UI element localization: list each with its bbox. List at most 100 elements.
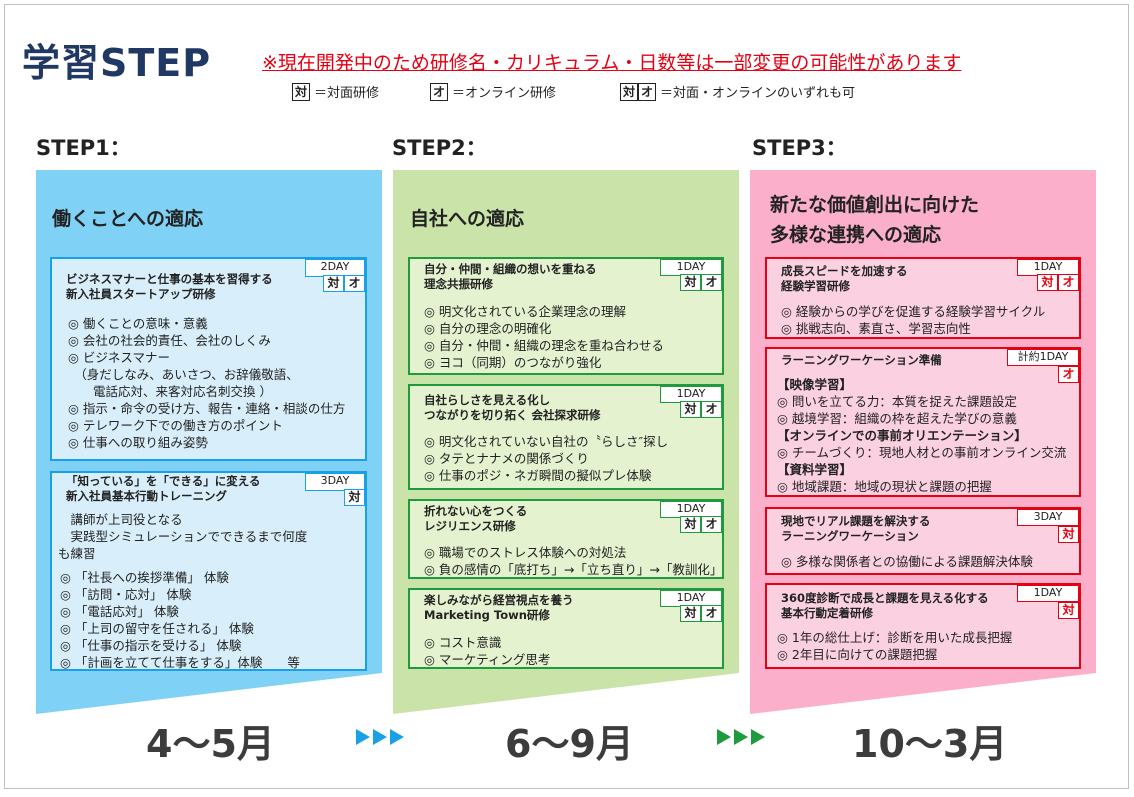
progress-arrows-1 — [356, 729, 407, 745]
course-days: 1DAY — [660, 259, 722, 276]
list-item: ◎ 経験からの学びを促進する経験学習サイクル — [781, 304, 1046, 319]
course-tags: 対 — [344, 489, 365, 506]
list-item: ◎ チームづくり：現地人材との事前オンライン交流 — [777, 445, 1067, 460]
step3-period: 10〜3月 — [852, 722, 1008, 766]
course-title: ビジネスマナーと仕事の基本を習得する 新入社員スタートアップ研修 — [66, 272, 273, 302]
list-item: ◎ 指示・命令の受け方、報告・連絡・相談の仕方 — [68, 401, 346, 416]
list-item: ◎ 地域課題：地域の現状と課題の把握 — [777, 479, 992, 494]
course-title-line: 楽しみながら経営視点を養う — [424, 593, 574, 607]
list-item: ◎ タテとナナメの関係づくり — [424, 451, 589, 466]
course-items: ◎ 働くことの意味・意義 ◎ 会社の社会的責任、会社のしくみ ◎ ビジネスマナー… — [68, 315, 345, 451]
course-items: ◎ 多様な関係者との協働による課題解決体験 — [781, 553, 1033, 570]
notice-text: ※現在開発中のため研修名・カリキュラム・日数等は一部変更の可能性があります — [262, 52, 962, 74]
online-tag: オ — [701, 516, 722, 533]
course-items: ◎ 明文化されている企業理念の理解 ◎ 自分の理念の明確化 ◎ 自分・仲間・組織… — [424, 303, 664, 371]
list-item: ◎ 2年目に向けての課題把握 — [777, 647, 938, 662]
section-label: 【映像学習】 — [777, 377, 853, 392]
list-item: ◎ 明文化されている企業理念の理解 — [424, 304, 627, 319]
course-tags: 対 オ — [680, 516, 722, 533]
course-card[interactable]: 2DAY 対 オ ビジネスマナーと仕事の基本を習得する 新入社員スタートアップ研… — [50, 257, 367, 461]
legend-mark: 対 — [292, 82, 311, 101]
page-title: 学習STEP — [22, 41, 212, 85]
list-item: ◎ 自分の理念の明確化 — [424, 321, 552, 336]
course-card[interactable]: 1DAY 対 360度診断で成長と課題を見える化する 基本行動定着研修 ◎ 1年… — [765, 583, 1081, 669]
list-item: ◎ 「上司の留守を任される」 体験 — [60, 621, 254, 636]
face-to-face-tag: 対 — [680, 605, 701, 622]
course-items: ◎ 「社長への挨拶準備」 体験 ◎ 「訪問・応対」 体験 ◎ 「電話応対」 体験… — [60, 569, 300, 671]
course-days: 3DAY — [305, 473, 365, 491]
course-title: 360度診断で成長と課題を見える化する 基本行動定着研修 — [781, 591, 989, 621]
intro-line: 講師が上司役となる — [58, 512, 183, 527]
course-items: ◎ 1年の総仕上げ：診断を用いた成長把握 ◎ 2年目に向けての課題把握 — [777, 629, 1012, 663]
legend-mark: 対 — [620, 82, 639, 101]
legend-online: オ ＝オンライン研修 — [430, 82, 556, 101]
course-title-line: ラーニングワーケーション準備 — [781, 353, 942, 367]
course-card[interactable]: 1DAY 対 オ 折れない心をつくる レジリエンス研修 ◎ 職場でのストレス体験… — [408, 499, 724, 579]
list-item: ◎ 仕事への取り組み姿勢 — [68, 435, 208, 450]
progress-arrows-2 — [717, 729, 768, 745]
course-title: 現地でリアル課題を解決する ラーニングワーケーション — [781, 514, 930, 544]
online-tag: オ — [344, 275, 365, 292]
course-card[interactable]: 3DAY 対 「知っている」を「できる」に変える 新入社員基本行動トレーニング … — [50, 471, 367, 671]
step3-heading-line: 新たな価値創出に向けた — [770, 194, 980, 216]
course-title-line: Marketing Town研修 — [424, 608, 550, 622]
list-item: ◎ 挑戦志向、素直さ、学習志向性 — [781, 321, 971, 336]
online-tag: オ — [701, 605, 722, 622]
legend-mark: オ — [638, 82, 657, 101]
legend-text: ＝対面・オンラインのいずれも可 — [660, 86, 856, 101]
course-title-line: 自分・仲間・組織の想いを重ねる — [424, 262, 597, 276]
arrow-icon — [734, 729, 748, 745]
list-item: ◎ 1年の総仕上げ：診断を用いた成長把握 — [777, 630, 1013, 645]
slide-frame — [4, 4, 1129, 789]
course-title-line: ラーニングワーケーション — [781, 529, 919, 543]
list-item: ◎ コスト意識 — [424, 635, 502, 650]
course-title-line: 理念共振研修 — [424, 277, 493, 291]
course-title: 自社らしさを見える化し つながりを切り拓く 会社探求研修 — [424, 393, 601, 423]
course-title: 「知っている」を「できる」に変える 新入社員基本行動トレーニング — [66, 474, 260, 504]
online-tag: オ — [1058, 366, 1079, 383]
course-card[interactable]: 1DAY 対 オ 自社らしさを見える化し つながりを切り拓く 会社探求研修 ◎ … — [408, 384, 724, 490]
online-tag: オ — [1058, 274, 1079, 291]
course-title: ラーニングワーケーション準備 — [781, 353, 942, 368]
arrow-icon — [751, 729, 765, 745]
step2-label: STEP2： — [392, 136, 487, 160]
course-card[interactable]: 3DAY 対 現地でリアル課題を解決する ラーニングワーケーション ◎ 多様な関… — [765, 507, 1081, 575]
step3-heading: 新たな価値創出に向けた 多様な連携への適応 — [770, 190, 979, 250]
course-card[interactable]: 1DAY 対 オ 楽しみながら経営視点を養う Marketing Town研修 … — [408, 588, 724, 669]
course-days: 3DAY — [1017, 509, 1079, 526]
section-label: 【資料学習】 — [777, 462, 853, 477]
course-card[interactable]: 計約1DAY オ ラーニングワーケーション準備 【映像学習】 ◎ 問いを立てる力… — [765, 347, 1081, 497]
intro-line: 実践型シミュレーションでできるまで何度 — [58, 529, 308, 544]
list-item: ◎ テレワーク下での働き方のポイント — [68, 418, 283, 433]
step2-heading: 自社への適応 — [410, 208, 525, 230]
course-tags: 対 オ — [680, 605, 722, 622]
course-title-line: 現地でリアル課題を解決する — [781, 514, 931, 528]
list-item: ◎ ビジネスマナー — [68, 350, 171, 365]
list-item: ◎ マーケティング思考 — [424, 652, 551, 667]
course-title-line: ビジネスマナーと仕事の基本を習得する — [66, 272, 273, 286]
list-item: ◎ 自分・仲間・組織の理念を重ね合わせる — [424, 338, 664, 353]
course-title-line: 自社らしさを見える化し — [424, 393, 551, 407]
course-title-line: 新入社員基本行動トレーニング — [66, 489, 227, 503]
course-title: 折れない心をつくる レジリエンス研修 — [424, 504, 527, 534]
course-title: 成長スピードを加速する 経験学習研修 — [781, 264, 908, 294]
intro-line: も練習 — [58, 546, 96, 561]
arrow-icon — [717, 729, 731, 745]
course-title: 楽しみながら経営視点を養う Marketing Town研修 — [424, 593, 574, 623]
step1-period: 4〜5月 — [146, 722, 275, 766]
course-card[interactable]: 1DAY 対 オ 自分・仲間・組織の想いを重ねる 理念共振研修 ◎ 明文化されて… — [408, 257, 724, 375]
course-title-line: 成長スピードを加速する — [781, 264, 908, 278]
course-card[interactable]: 1DAY 対 オ 成長スピードを加速する 経験学習研修 ◎ 経験からの学びを促進… — [765, 257, 1081, 339]
legend-text: ＝オンライン研修 — [452, 86, 557, 101]
face-to-face-tag: 対 — [1058, 526, 1079, 543]
face-to-face-tag: 対 — [680, 401, 701, 418]
face-to-face-tag: 対 — [680, 274, 701, 291]
list-item: ◎ 明文化されていない自社の〝らしさ″探し — [424, 434, 669, 449]
course-items: ◎ 明文化されていない自社の〝らしさ″探し ◎ タテとナナメの関係づくり ◎ 仕… — [424, 433, 668, 484]
course-items: ◎ 経験からの学びを促進する経験学習サイクル ◎ 挑戦志向、素直さ、学習志向性 — [781, 303, 1045, 337]
list-item: ◎ 仕事のポジ・ネガ瞬間の擬似プレ体験 — [424, 468, 652, 483]
course-days: 1DAY — [1017, 259, 1079, 276]
list-item: ◎ 問いを立てる力：本質を捉えた課題設定 — [777, 394, 1017, 409]
course-tags: 対 オ — [1037, 274, 1079, 291]
list-item: ◎ 負の感情の「底打ち」→「立ち直り」→「教訓化」 — [424, 562, 723, 577]
